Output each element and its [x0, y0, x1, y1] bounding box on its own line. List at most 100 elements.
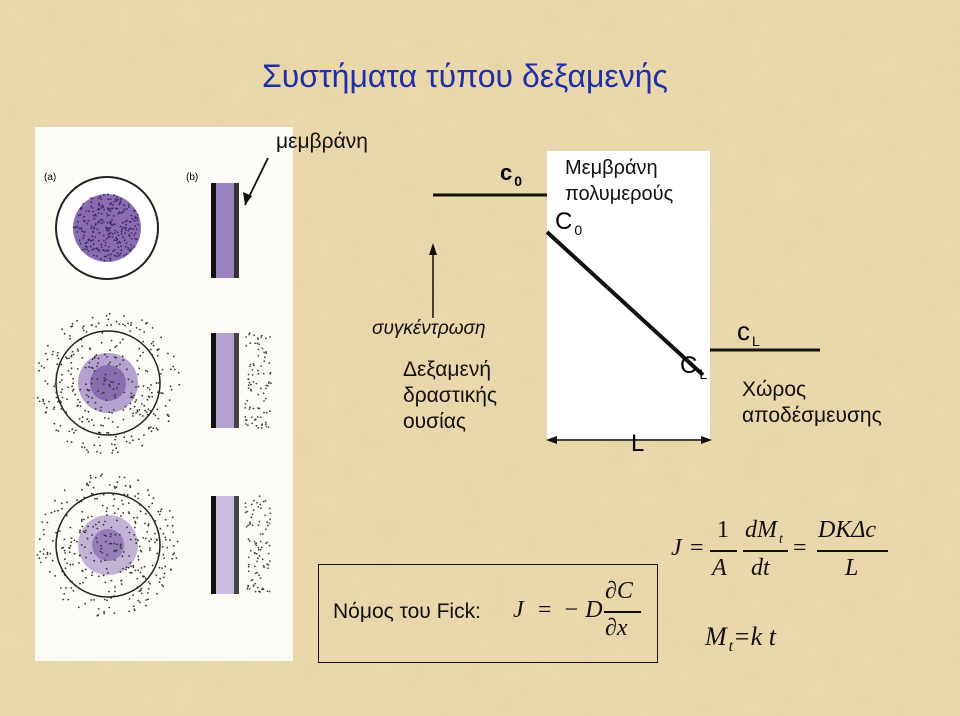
speckle-dot: [69, 545, 72, 547]
fick-fraction-bar: [604, 611, 641, 613]
speckle-dot: [74, 429, 77, 432]
speckle-dot: [102, 249, 104, 251]
speckle-dot: [156, 408, 159, 411]
speckle-dot: [163, 557, 166, 559]
speckle-dot: [54, 383, 57, 385]
speckle-dot: [149, 426, 152, 428]
speckle-dot: [244, 511, 247, 514]
speckle-dot: [172, 544, 175, 547]
speckle-dot: [140, 403, 143, 405]
speckle-dot: [250, 383, 252, 386]
speckle-dot: [142, 575, 145, 578]
speckle-dot: [100, 475, 102, 477]
speckle-dot: [92, 424, 95, 427]
speckle-dot: [128, 235, 131, 238]
speckle-dot: [81, 327, 84, 329]
speckle-dot: [69, 337, 71, 340]
speckle-dot: [120, 515, 122, 517]
speckle-dot: [151, 395, 154, 398]
speckle-dot: [97, 608, 100, 610]
speckle-dot: [117, 246, 120, 249]
speckle-dot: [62, 546, 65, 549]
speckle-dot: [134, 215, 137, 218]
speckle-dot: [43, 366, 46, 369]
speckle-dot: [100, 212, 103, 215]
speckle-dot: [102, 574, 105, 577]
speckle-dot: [63, 332, 66, 335]
speckle-dot: [57, 357, 60, 360]
speckle-dot: [125, 566, 128, 569]
speckle-dot: [259, 548, 262, 551]
speckle-dot: [91, 248, 94, 251]
speckle-dot: [122, 503, 124, 505]
speckle-dot: [43, 533, 45, 536]
speckle-dot: [107, 432, 110, 434]
speckle-dot: [44, 352, 47, 355]
speckle-dot: [138, 347, 141, 350]
speckle-dot: [127, 247, 130, 250]
speckle-dot: [60, 363, 63, 366]
speckle-dot: [247, 556, 250, 559]
speckle-dot: [69, 580, 72, 583]
speckle-dot: [155, 427, 158, 429]
speckle-dot: [123, 254, 126, 257]
speckle-dot: [109, 349, 111, 352]
speckle-dot: [103, 376, 106, 379]
speckle-dot: [107, 233, 110, 236]
speckle-dot: [260, 336, 262, 339]
speckle-dot: [93, 247, 95, 250]
speckle-dot: [132, 566, 135, 569]
speckle-dot: [100, 547, 103, 550]
speckle-dot: [104, 373, 107, 376]
speckle-dot: [160, 392, 163, 394]
speckle-dot: [94, 355, 96, 358]
speckle-dot: [125, 440, 128, 443]
speckle-dot: [100, 207, 103, 209]
speckle-dot: [265, 387, 267, 390]
speckle-dot: [60, 502, 63, 505]
speckle-dot: [113, 249, 116, 251]
speckle-dot: [104, 244, 107, 247]
speckle-dot: [244, 403, 247, 405]
speckle-dot: [140, 587, 143, 590]
speckle-dot: [156, 552, 159, 555]
speckle-dot: [126, 219, 128, 222]
speckle-dot: [257, 506, 260, 508]
speckle-dot: [87, 250, 90, 253]
speckle-dot: [43, 548, 45, 551]
speckle-dot: [102, 383, 105, 385]
speckle-dot: [143, 331, 146, 333]
speckle-dot: [115, 199, 118, 202]
speckle-dot: [46, 406, 48, 409]
speckle-dot: [116, 242, 119, 245]
speckle-dot: [86, 537, 89, 540]
speckle-dot: [105, 315, 108, 317]
speckle-dot: [145, 599, 148, 601]
speckle-dot: [164, 565, 167, 568]
speckle-dot: [109, 385, 111, 388]
speckle-dot: [79, 582, 81, 585]
speckle-dot: [109, 257, 111, 259]
speckle-dot: [135, 386, 137, 389]
speckle-dot: [158, 566, 161, 569]
speckle-dot: [109, 220, 112, 223]
speckle-dot: [244, 506, 247, 508]
speckle-dot: [116, 543, 118, 546]
speckle-dot: [128, 227, 131, 230]
speckle-dot: [116, 238, 119, 241]
speckle-dot: [68, 547, 71, 549]
speckle-dot: [109, 209, 111, 212]
speckle-dot: [134, 522, 137, 524]
speckle-dot: [269, 518, 271, 521]
speckle-dot: [106, 431, 108, 434]
speckle-dot: [99, 258, 102, 260]
speckle-dot: [252, 363, 255, 365]
speckle-dot: [266, 521, 268, 523]
speckle-dot: [70, 441, 73, 443]
speckle-dot: [147, 489, 149, 492]
speckle-dot: [103, 255, 106, 258]
speckle-dot: [100, 544, 102, 547]
speckle-dot: [109, 434, 112, 436]
speckle-dot: [136, 359, 139, 362]
speckle-dot: [82, 329, 85, 332]
